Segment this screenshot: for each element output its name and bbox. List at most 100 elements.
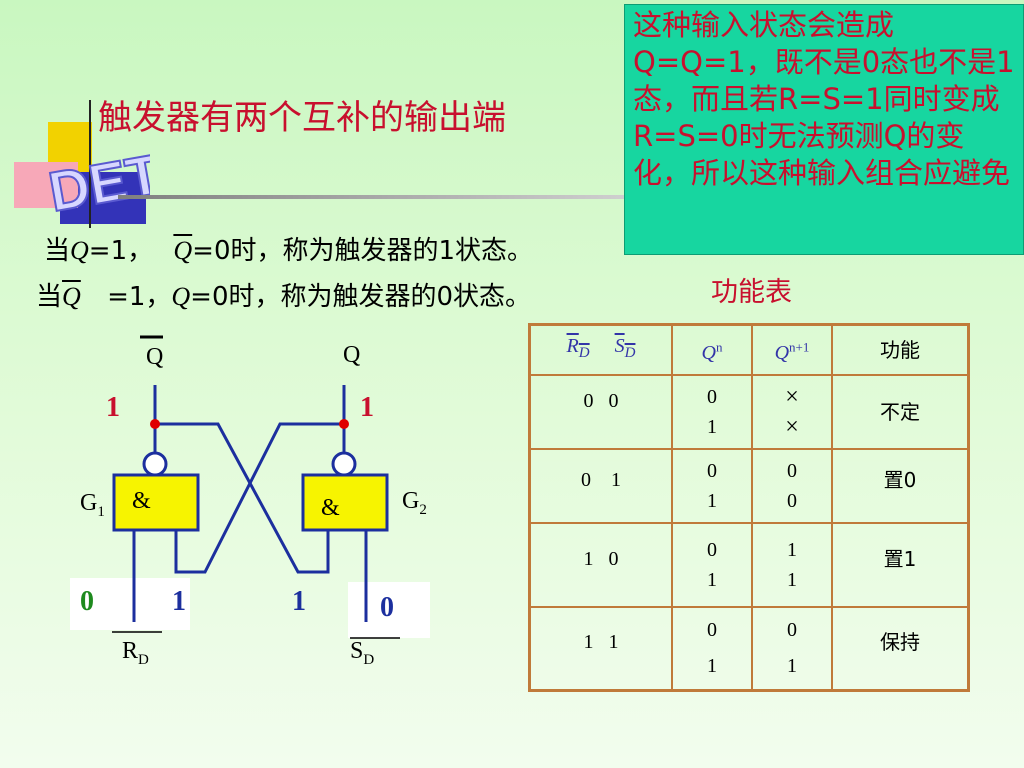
cell-rd: 0: [583, 389, 594, 412]
output-qbar-label: Q: [146, 344, 164, 370]
header-rd: RD: [566, 335, 590, 361]
table-header-row: RD SD Qn Qn+1 功能: [528, 323, 970, 376]
cell-qn1-a: 0: [787, 459, 797, 482]
statement2-prefix: 当: [36, 282, 63, 312]
statement2-rest: =0时，称为触发器的0状态。: [190, 282, 532, 312]
cell-rd: 0: [581, 468, 591, 491]
cell-qn-a: 0: [707, 385, 717, 408]
cell-qn1-a: 1: [787, 538, 797, 561]
cell-qn-b: 1: [707, 568, 717, 591]
cell-qn1-b: 1: [787, 655, 797, 678]
header-sd-text: S: [614, 335, 625, 358]
level-feedback-right: 1: [292, 586, 306, 617]
statement1-rest: =0时，称为触发器的1状态。: [192, 236, 534, 266]
cell-inputs: 1 0: [528, 521, 673, 608]
gate-g1-label: G1: [80, 490, 105, 521]
warning-note: 这种输入状态会造成Q=Q=1，既不是0态也不是1态，而且若R=S=1同时变成R=…: [624, 4, 1024, 255]
cell-qn-b: 1: [707, 415, 717, 438]
cell-qn1: ××: [751, 373, 833, 450]
header-rd-text: R: [566, 335, 579, 358]
output-q-label: Q: [343, 342, 361, 368]
cell-qn-b: 1: [707, 489, 717, 512]
header-sd-sub: D: [624, 345, 636, 362]
cell-func: 置0: [831, 447, 970, 524]
statement1-qbar: Q: [173, 236, 193, 265]
cell-func: 保持: [831, 605, 970, 692]
cell-qn-b: 1: [707, 655, 717, 678]
statement2-qbar: Q: [62, 282, 81, 311]
gate-g2-label: G2: [402, 488, 427, 519]
cell-qn1-a: 0: [787, 619, 797, 642]
header-qn: Qn: [671, 323, 753, 376]
cell-inputs: 0 1: [528, 447, 673, 524]
cell-qn1-b: 0: [787, 489, 797, 512]
level-feedback-left: 1: [172, 586, 186, 617]
g2-name: G: [402, 488, 420, 514]
node-q-right: [339, 419, 349, 429]
title-divider: [118, 195, 626, 199]
gate-g2: [303, 475, 387, 530]
gate-g1: [114, 475, 198, 530]
statement1-q: Q: [70, 236, 89, 265]
statement1-prefix: 当: [44, 236, 71, 266]
cell-sd: 1: [611, 468, 621, 491]
header-rd-sub: D: [578, 345, 590, 362]
cell-sd: 1: [608, 631, 619, 654]
input-bg-left: [70, 578, 190, 630]
rd-name: R: [122, 638, 139, 664]
input-rd-label: RD: [122, 638, 149, 669]
header-qn1: Qn+1: [751, 323, 833, 376]
header-qn-text: Q: [701, 341, 716, 364]
cell-qn-a: 0: [707, 538, 717, 561]
cell-func: 不定: [831, 373, 970, 450]
cell-qn1-b: 1: [787, 568, 797, 591]
header-func: 功能: [831, 323, 970, 376]
rs-latch-circuit: Q Q 1 1 & & G1 G2 0 1 1 0 RD SD: [60, 320, 440, 680]
input-bg-right: [348, 582, 430, 638]
cell-sd: 0: [608, 547, 619, 570]
header-rd-sd: RD SD: [528, 323, 673, 376]
slide-title: 触发器有两个互补的输出端: [98, 98, 506, 138]
header-sd: SD: [614, 335, 636, 361]
rd-sub: D: [138, 651, 149, 668]
table-caption: 功能表: [711, 277, 792, 308]
node-q-left: [150, 419, 160, 429]
header-qn1-sup: n+1: [789, 338, 810, 354]
statement-state-0: 当Q =1，Q=0时，称为触发器的0状态。: [36, 276, 531, 313]
cell-qn1-b: ×: [785, 413, 799, 440]
sd-sub: D: [363, 651, 375, 668]
cell-inputs: 1 1: [528, 605, 673, 692]
cell-qn-a: 0: [707, 619, 717, 642]
cell-func: 置1: [831, 521, 970, 608]
cell-rd: 1: [583, 631, 594, 654]
cell-qn1-a: ×: [785, 383, 799, 410]
level-out-right: 1: [360, 392, 374, 423]
statement-state-1: 当Q=1， Q=0时，称为触发器的1状态。: [44, 230, 533, 267]
input-sd-label: SD: [350, 638, 374, 669]
g2-sub: 2: [419, 501, 427, 518]
g1-sub: 1: [97, 503, 105, 520]
cell-sd: 0: [608, 389, 619, 412]
header-qn-sup: n: [715, 338, 723, 354]
statement2-q: Q: [171, 282, 191, 311]
level-rd: 0: [80, 586, 94, 617]
gate-g2-symbol: &: [321, 495, 340, 521]
level-sd: 0: [380, 592, 394, 623]
sd-name: S: [350, 638, 364, 664]
cell-inputs: 0 0: [528, 373, 673, 450]
statement2-mid: =1，: [107, 282, 172, 312]
header-qn1-text: Q: [774, 341, 790, 364]
g1-name: G: [80, 490, 98, 516]
statement1-mid: =1，: [88, 236, 154, 266]
